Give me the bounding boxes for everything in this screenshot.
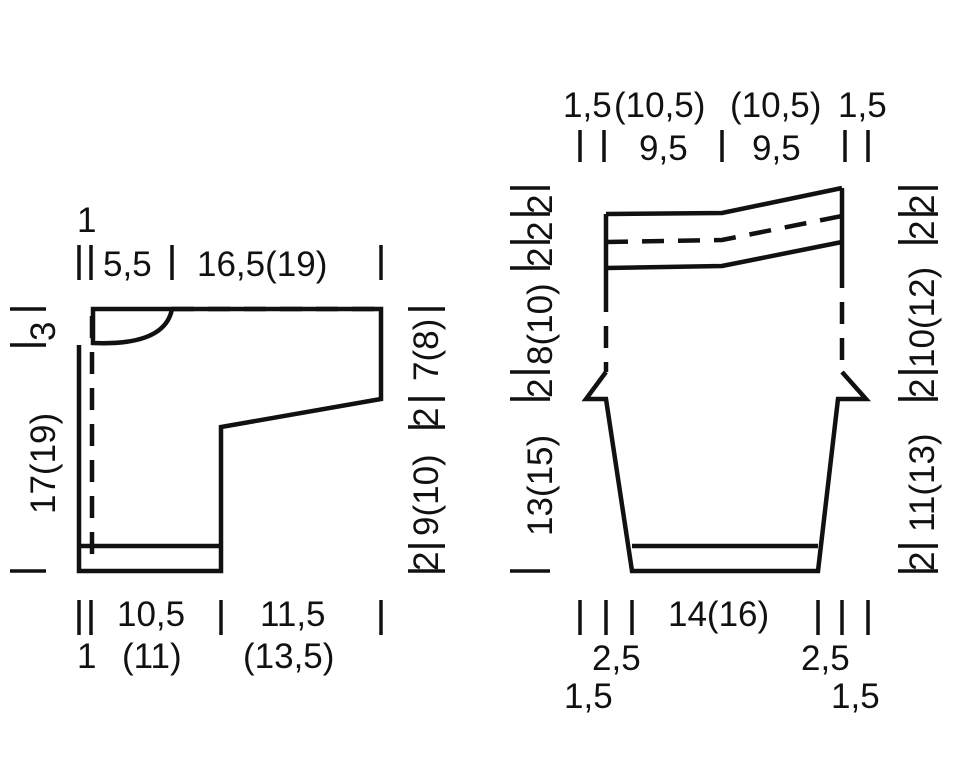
body-shoulder-width: 16,5(19) [197,245,327,284]
body-top-one: 1 [77,201,96,240]
body-piece: 1 5,5 16,5(19) 1 10,5 (11) 11,5 (13,5) 3… [10,201,446,676]
sleeve-right-lower: 11(13) [903,433,942,532]
body-neck-depth: 3 [24,322,63,341]
body-right-rib: 2 [407,552,446,571]
sleeve-top-ticks [578,130,870,162]
body-bottom-width-1: 10,5 [117,595,185,634]
sleeve-left-lower: 13(15) [521,435,560,536]
sleeve-top-c: (10,5) [730,86,821,125]
sleeve-bottom-left-1: 2,5 [592,639,641,678]
sleeve-top-e: 9,5 [639,129,688,168]
sleeve-inner-edge [605,239,843,271]
body-neck-width: 5,5 [103,245,152,284]
sleeve-right-upper: 10(12) [903,267,942,368]
body-bottom-one: 1 [77,637,96,676]
body-right-upper: 7(8) [407,319,446,381]
sleeve-top-b: (10,5) [614,86,705,125]
sleeve-right-ticks [898,186,938,573]
sleeve-top-d: 1,5 [838,86,887,125]
sleeve-bottom-right-1: 2,5 [801,639,850,678]
sleeve-bottom-main: 14(16) [668,595,769,634]
sleeve-left-mid: 2 [521,379,560,398]
sleeve-right-a: 2 [903,195,942,214]
body-top-ticks [77,245,383,280]
sleeve-left-upper: 8(10) [521,283,560,365]
sleeve-left-a: 2 [521,195,560,214]
sleeve-top-edge [605,185,843,217]
body-bottom-width-2: 11,5 [260,595,326,634]
body-outline [76,306,384,574]
sleeve-bottom-left-2: 1,5 [564,677,613,716]
body-bottom-width-2b: (13,5) [243,637,334,676]
sleeve-top-a: 1,5 [563,86,612,125]
body-height: 17(19) [24,413,63,514]
sleeve-left-b: 2 [521,222,560,241]
sleeve-right-rib: 2 [903,552,942,571]
sleeve-top-f: 9,5 [752,129,801,168]
sleeve-right-b: 2 [903,221,942,240]
sleeve-left-c: 2 [521,248,560,267]
sleeve-right-mid: 2 [903,379,942,398]
sleeve-bottom-ticks [578,600,870,635]
body-right-ticks [408,307,445,573]
body-bottom-width-1b: (11) [122,637,182,676]
sleeve-body-outline [581,370,872,574]
sleeve-bottom-right-2: 1,5 [831,677,880,716]
body-right-mid: 2 [407,408,446,427]
body-left-ticks [10,307,46,573]
sleeve-left-ticks [510,186,550,573]
body-bottom-ticks [77,600,383,635]
body-right-lower: 9(10) [407,454,446,536]
sleeve-piece: 1,5 (10,5) (10,5) 1,5 9,5 9,5 14(16) 2,5… [510,86,942,716]
sleeve-top-dashed [605,213,843,245]
